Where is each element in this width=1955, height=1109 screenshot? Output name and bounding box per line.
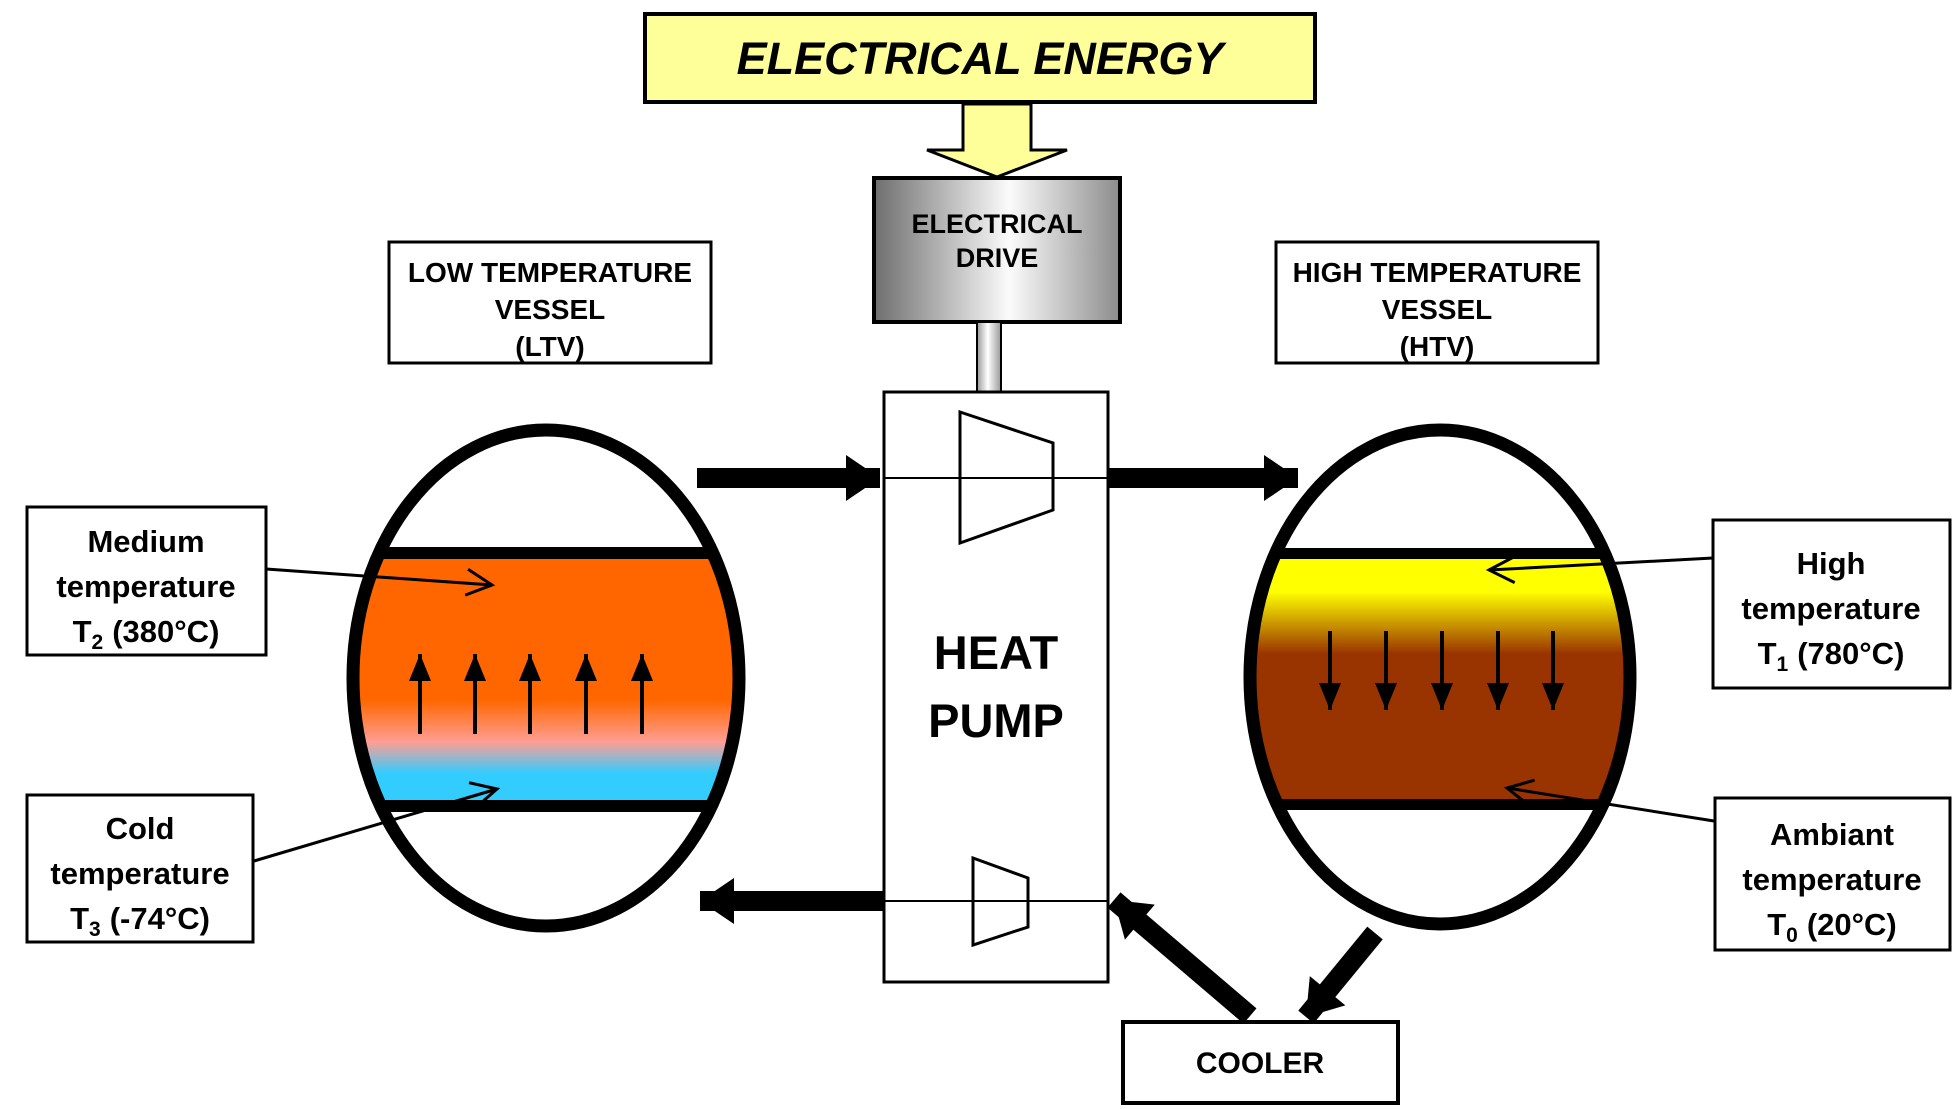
cold-temp-value: T3(-74°C) [70,901,210,941]
ltv-band-bottom-line [359,800,733,812]
pointer-ambiant-temp-icon [1503,778,1715,823]
ltv-heat-rise-arrows [409,654,653,734]
electrical-drive-label-line1: ELECTRICAL [912,209,1083,239]
medium-temp-line1: Medium [87,524,204,559]
electrical-energy-label: ELECTRICAL ENERGY [737,33,1228,84]
htv-caption-line3: (HTV) [1400,331,1475,362]
ltv-vessel [346,423,746,933]
pointer-high-temp-icon [1485,555,1714,584]
cold-temp-line1: Cold [106,811,175,846]
cooler-box [1121,1020,1400,1105]
arrow-htv-to-cooler-icon [1298,926,1383,1024]
cold-temp-label-box [25,793,255,944]
ambiant-temp-line2: temperature [1742,862,1921,897]
compressor-symbol-icon [958,409,1055,546]
htv-caption-line2: VESSEL [1382,294,1492,325]
electrical-energy-box [643,12,1317,104]
medium-temp-line2: temperature [56,569,235,604]
high-temp-line1: High [1797,546,1866,581]
electrical-drive-label-line2: DRIVE [956,243,1039,273]
expander-symbol-icon [971,855,1030,948]
ltv-caption-line2: VESSEL [495,294,605,325]
cold-temp-line2: temperature [50,856,229,891]
heat-pump-label-line1: HEAT [934,626,1059,679]
pointer-cold-temp-icon [253,781,501,863]
ltv-caption-line1: LOW TEMPERATURE [408,257,692,288]
cooler-label: COOLER [1196,1047,1325,1080]
arrow-cooler-to-heatpump-icon [1107,892,1257,1024]
htv-caption-box [1274,240,1600,365]
high-temp-label-box [1711,518,1952,690]
ambiant-temp-line1: Ambiant [1770,817,1894,852]
ltv-caption-line3: (LTV) [515,331,584,362]
htv-caption-line1: HIGH TEMPERATURE [1293,257,1582,288]
medium-temp-value: T2(380°C) [73,614,220,654]
heat-pump-box [882,390,1110,984]
ambiant-temp-value: T0(20°C) [1767,907,1897,947]
ltv-caption-box [387,240,713,365]
pointer-medium-temp-icon [265,567,496,597]
htv-vessel [1243,423,1637,931]
high-temp-line2: temperature [1741,591,1920,626]
ltv-band-top-line [359,547,733,559]
ltv-vessel-outline [346,423,746,933]
ltv-temperature-band [359,548,733,810]
ambiant-temp-label-box [1713,796,1952,952]
electrical-drive-box [872,176,1122,324]
htv-band-top-line [1256,548,1624,559]
energy-down-arrow-icon [926,102,1068,179]
medium-temp-label-box [25,505,268,657]
drive-shaft [976,321,1002,393]
htv-vessel-outline [1243,423,1637,931]
htv-band-bottom-line [1256,799,1624,810]
high-temp-value: T1(780°C) [1758,636,1905,676]
heat-pump-label-line2: PUMP [928,694,1064,747]
htv-heat-sink-arrows [1319,631,1564,710]
